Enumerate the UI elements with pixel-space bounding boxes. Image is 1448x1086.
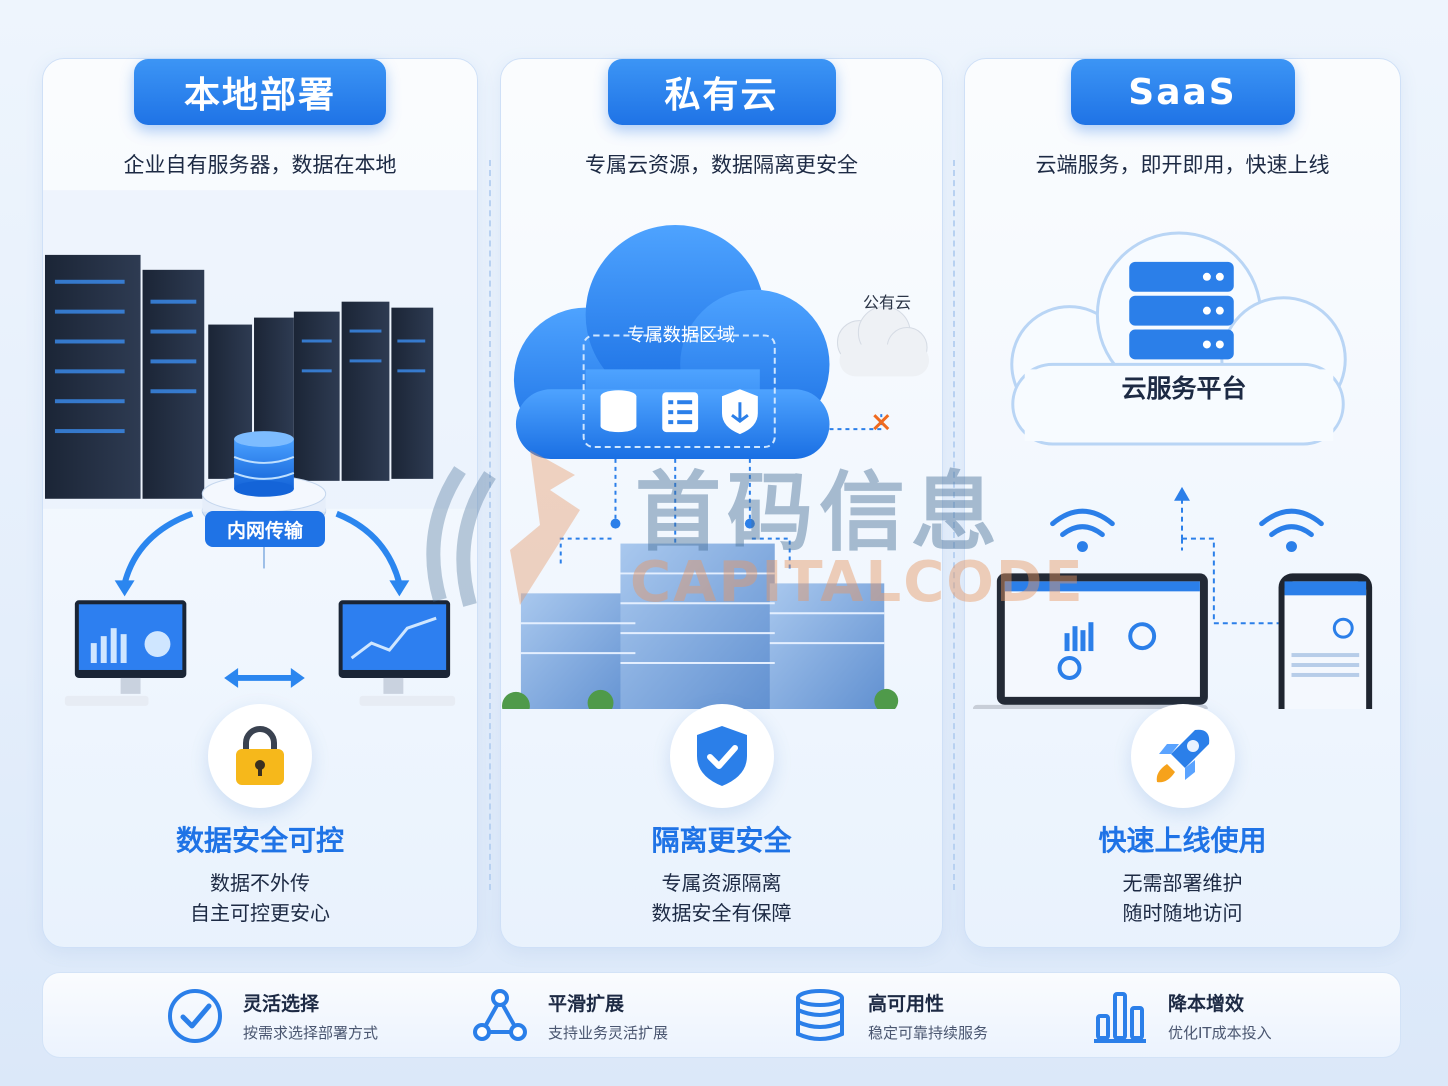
bar-chart-icon: [1094, 992, 1146, 1043]
panel-subtitle: 云端服务，即开即用，快速上线: [1035, 153, 1330, 177]
feature-icon-circle: [669, 704, 774, 808]
database-icon: [233, 431, 295, 497]
check-circle-icon: [168, 989, 222, 1043]
shield-icon: [721, 389, 758, 435]
bottom-feature-availability: 高可用性 稳定可靠持续服务: [788, 973, 988, 1059]
office-building: [501, 543, 899, 709]
saas-illustration: [972, 231, 1373, 709]
bottom-feature-bar: 灵活选择 按需求选择部署方式 平滑扩展 支持业务灵活扩展: [42, 972, 1401, 1058]
bottom-feature-cost: 降本增效 优化IT成本投入: [1088, 973, 1272, 1059]
panel-title: SaaS: [1070, 59, 1295, 125]
document-list-icon: [662, 392, 699, 433]
server-room-illustration: [43, 190, 477, 706]
bottom-feature-title: 平滑扩展: [548, 993, 625, 1015]
public-cloud-label: 公有云: [862, 293, 911, 312]
private-cloud-illustration: [501, 225, 930, 709]
lock-icon: [236, 726, 284, 785]
panel-saas: SaaS 云端服务，即开即用，快速上线: [964, 58, 1401, 948]
panel-subtitle: 专属云资源，数据隔离更安全: [585, 153, 858, 177]
bottom-feature-scale: 平滑扩展 支持业务灵活扩展: [468, 973, 668, 1059]
feature-icon-circle: [1130, 704, 1235, 808]
feature-line-1: 无需部署维护: [1122, 871, 1243, 895]
database-icon: [796, 989, 844, 1041]
network-icon: [473, 989, 527, 1041]
panel-divider: [489, 160, 491, 890]
feature-icon-circle: [208, 704, 312, 808]
bottom-feature-flexible: 灵活选择 按需求选择部署方式: [163, 973, 378, 1059]
panel-title: 本地部署: [134, 59, 386, 125]
feature-line-2: 随时随地访问: [1122, 901, 1243, 925]
bidirectional-arrow-icon: [224, 667, 305, 688]
bottom-feature-subtitle: 稳定可靠持续服务: [868, 1024, 989, 1042]
feature-line-2: 自主可控更安心: [190, 901, 330, 925]
feature-title: 快速上线使用: [1098, 824, 1267, 857]
wifi-icon: [1050, 508, 1115, 553]
bottom-feature-title: 降本增效: [1168, 993, 1245, 1015]
feature-line-1: 专属资源隔离: [661, 871, 782, 895]
database-icon: [600, 390, 637, 433]
shield-check-icon: [696, 726, 747, 786]
bottom-feature-subtitle: 优化IT成本投入: [1168, 1024, 1272, 1042]
feature-line-2: 数据安全有保障: [651, 901, 792, 925]
phone-icon: [1278, 573, 1373, 709]
bottom-feature-title: 灵活选择: [243, 993, 320, 1015]
public-cloud-icon: [836, 306, 930, 377]
panel-title: 私有云: [607, 59, 836, 125]
panel-divider: [953, 160, 955, 890]
bottom-feature-subtitle: 支持业务灵活扩展: [548, 1024, 669, 1042]
feature-title: 数据安全可控: [175, 824, 344, 857]
intranet-transfer-label: 内网传输: [205, 511, 325, 547]
bottom-feature-title: 高可用性: [868, 993, 945, 1015]
panel-private-cloud: 私有云 专属云资源，数据隔离更安全: [500, 58, 943, 948]
feature-title: 隔离更安全: [651, 824, 792, 857]
blocked-x-icon: [873, 414, 890, 431]
panel-subtitle: 企业自有服务器，数据在本地: [123, 153, 397, 177]
feature-line-1: 数据不外传: [210, 871, 310, 895]
monitor-left: [64, 600, 187, 706]
cloud-platform-label: 云服务平台: [1121, 374, 1247, 403]
panel-on-premise: 本地部署 企业自有服务器，数据在本地: [42, 58, 478, 948]
rocket-icon: [1156, 729, 1209, 783]
dedicated-region-label: 专属数据区域: [627, 325, 735, 346]
laptop-icon: [972, 573, 1208, 709]
monitor-right: [338, 600, 456, 706]
bottom-feature-subtitle: 按需求选择部署方式: [243, 1024, 379, 1042]
wifi-icon: [1259, 508, 1324, 553]
server-icon: [1129, 261, 1234, 360]
